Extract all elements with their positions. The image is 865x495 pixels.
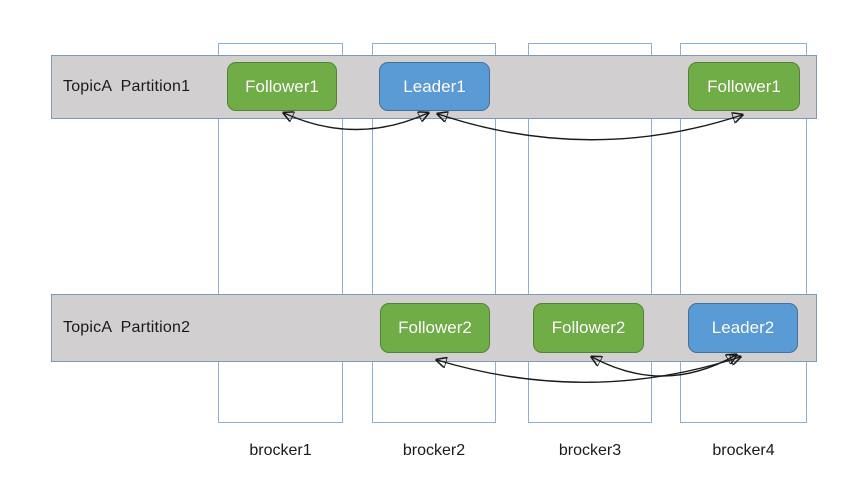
replica-follower1-brocker4: Follower1: [688, 62, 800, 111]
broker-column-brocker2: [372, 43, 496, 423]
replica-leader1-brocker2: Leader1: [379, 62, 490, 111]
replica-follower1-brocker1: Follower1: [227, 62, 337, 111]
broker-column-brocker1: [218, 43, 343, 423]
partition-1-label: TopicA Partition1: [63, 78, 191, 95]
replica-leader2-brocker4: Leader2: [688, 303, 798, 353]
broker-label-brocker2: brocker2: [402, 442, 466, 459]
replica-follower2-brocker3: Follower2: [533, 303, 644, 353]
broker-label-brocker4: brocker4: [712, 442, 775, 459]
broker-label-brocker1: brocker1: [249, 442, 312, 459]
partition-2-label: TopicA Partition2: [63, 319, 191, 336]
broker-column-brocker3: [528, 43, 652, 423]
replica-follower2-brocker2: Follower2: [380, 303, 490, 353]
broker-column-brocker4: [680, 43, 807, 423]
broker-label-brocker3: brocker3: [558, 442, 622, 459]
